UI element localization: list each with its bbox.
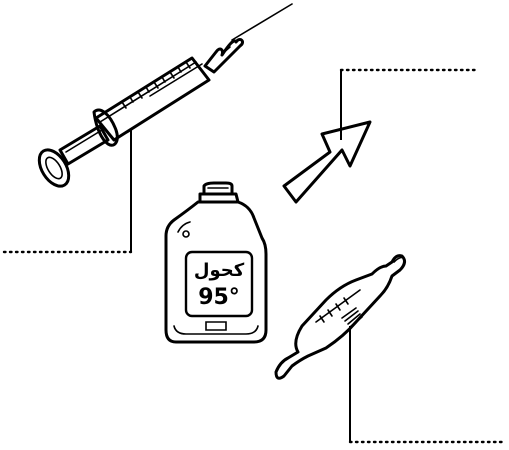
- ampoule: [276, 256, 405, 379]
- syringe-leader: [4, 130, 131, 252]
- alcohol-bottle: كحول 95°: [166, 183, 266, 342]
- syringe-hub: [205, 39, 243, 72]
- syringe-barrel: [96, 58, 209, 140]
- bottle-label-percent: 95°: [198, 285, 240, 310]
- syringe: [33, 4, 292, 191]
- ampoule-leader: [350, 326, 505, 442]
- syringe-needle: [232, 4, 292, 40]
- syringe-plunger: [60, 126, 108, 164]
- ampoule-body: [276, 256, 405, 379]
- syringe-thumb-rest: [33, 145, 75, 192]
- arrow-leader: [341, 70, 476, 140]
- arrow-shape: [284, 122, 370, 202]
- bottle-label-arabic: كحول: [194, 260, 245, 281]
